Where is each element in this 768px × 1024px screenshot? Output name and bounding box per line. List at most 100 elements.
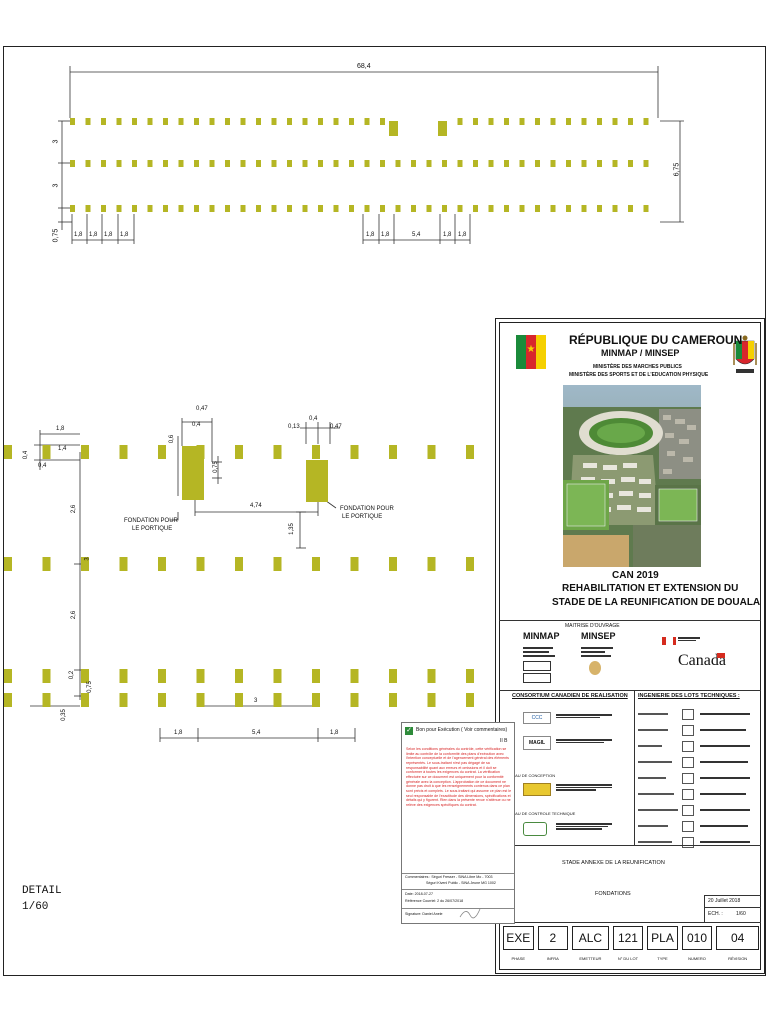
- controle-detail: [556, 822, 616, 831]
- foundation-pad: [132, 205, 137, 212]
- stamp-signature: Signature: Daniel Anele: [405, 912, 443, 916]
- maitrise-label: MAITRISE D'OUVRAGE: [565, 623, 620, 629]
- divider-codes: [499, 922, 761, 923]
- code-label-numero: NUMERO: [688, 956, 706, 961]
- consortium-detail-2: [556, 738, 616, 744]
- foundation-pad: [4, 445, 12, 459]
- bay-dim-6: 1,8: [381, 232, 390, 238]
- foundation-pad: [70, 160, 75, 167]
- ministries: MINMAP / MINSEP: [601, 348, 680, 358]
- code-label-lot: N° DU LOT: [617, 956, 639, 961]
- divider-col: [634, 690, 635, 845]
- detail-dim-1-35: 1,35: [288, 523, 295, 535]
- foundation-pad: [380, 160, 385, 167]
- foundation-pad: [389, 669, 397, 683]
- foundation-pad: [178, 118, 184, 125]
- foundation-pad: [119, 693, 128, 707]
- foundation-pad: [158, 669, 166, 683]
- government-wordmark: [678, 636, 722, 646]
- foundation-pad: [411, 205, 416, 212]
- ccc-logo: CCC: [523, 712, 551, 724]
- foundation-pad: [442, 205, 447, 212]
- stamp-divider-3: [402, 908, 514, 909]
- foundation-pad: [427, 669, 436, 683]
- owner-details-left: [523, 645, 563, 685]
- bay-dim-5: 1,8: [366, 232, 375, 238]
- foundation-pad: [209, 118, 215, 125]
- foundation-pad: [643, 160, 649, 167]
- detail-dim-0-4-d: 0,4: [309, 416, 318, 422]
- ministry-2: MINISTÈRE DES SPORTS ET DE L'EDUCATION P…: [569, 372, 709, 378]
- checkbox-checked-icon: ✓: [405, 727, 413, 735]
- foundation-pad: [349, 160, 354, 167]
- coat-of-arms-icon: [733, 335, 757, 373]
- foundation-pad: [235, 693, 243, 707]
- technical-lots-list: [638, 706, 758, 850]
- detail-dim-0-4-a: 0,4: [23, 450, 30, 460]
- foundation-pad: [194, 118, 199, 125]
- foundation-pad: [271, 160, 277, 167]
- detail-dim-2-6-a: 2,6: [71, 504, 78, 514]
- foundation-pad: [178, 205, 184, 212]
- controle-logo: [523, 822, 547, 836]
- foundation-pad: [389, 557, 397, 571]
- foundation-pad: [116, 160, 122, 167]
- dim-row-upper: 3: [52, 139, 60, 144]
- foundation-pad: [581, 160, 587, 167]
- owner-minsep: MINSEP: [581, 631, 616, 641]
- foundation-pad: [457, 160, 463, 167]
- foundation-pad: [194, 160, 199, 167]
- divider-date-top: [704, 895, 761, 896]
- foundation-pad: [350, 669, 359, 683]
- signature-mark: [459, 908, 481, 919]
- stamp-comment-2: Séguri Kivenl Public - SINA Jeune MG 100…: [426, 881, 496, 885]
- foundation-pad: [116, 205, 122, 212]
- foundation-pad: [302, 118, 308, 125]
- foundation-pad: [519, 160, 525, 167]
- code-cell-emetteur: ALC EMETTEUR: [572, 926, 609, 966]
- foundation-pad: [597, 205, 602, 212]
- foundation-pad: [70, 118, 75, 125]
- bay-dim-3: 1,8: [104, 232, 113, 238]
- sheet-date: 20 Juillet 2018: [708, 898, 741, 904]
- foundation-pad: [488, 205, 494, 212]
- foundation-pad: [349, 205, 354, 212]
- code-cell-lot: 121 N° DU LOT: [612, 926, 644, 966]
- portique-foundation: [306, 460, 328, 502]
- foundation-pad: [85, 205, 91, 212]
- stamp-comment-1: Commentaires : Séguri Fresser - SINA Lib…: [405, 875, 493, 879]
- foundation-pad: [488, 118, 494, 125]
- portique-foundation: [182, 446, 204, 500]
- foundation-pad: [116, 118, 122, 125]
- dim-edge: 0,75: [52, 228, 60, 243]
- foundation-pad: [158, 557, 166, 571]
- foundation-pad: [628, 118, 633, 125]
- foundation-pad: [628, 160, 633, 167]
- detail-dim-0-75-b: 0,75: [86, 681, 93, 693]
- foundation-pad: [196, 557, 205, 571]
- foundation-pad: [273, 557, 282, 571]
- foundation-pad: [85, 160, 91, 167]
- foundation-pad: [466, 669, 474, 683]
- foundation-pad: [273, 669, 282, 683]
- bureau-conception-label: BUREAU DE CONCEPTION: [504, 773, 556, 778]
- code-label-emetteur: EMETTEUR: [579, 956, 602, 961]
- foundation-pad: [101, 118, 106, 125]
- foundation-pad: [504, 205, 509, 212]
- foundation-pad: [643, 205, 649, 212]
- foundation-pad: [466, 445, 474, 459]
- foundation-pad: [81, 669, 89, 683]
- foundation-pad: [287, 205, 292, 212]
- foundation-pad: [550, 160, 556, 167]
- stamp-code: II B: [500, 738, 508, 744]
- foundation-pad: [4, 557, 12, 571]
- detail-dim-1-4: 1,4: [58, 446, 67, 452]
- foundation-pad: [389, 693, 397, 707]
- foundation-pad: [333, 160, 339, 167]
- code-label-revision: RÉVISION: [728, 956, 748, 961]
- foundation-pad: [380, 118, 385, 125]
- foundation-pad: [240, 160, 246, 167]
- divider-lots: [499, 845, 761, 846]
- conception-logo: [523, 783, 551, 796]
